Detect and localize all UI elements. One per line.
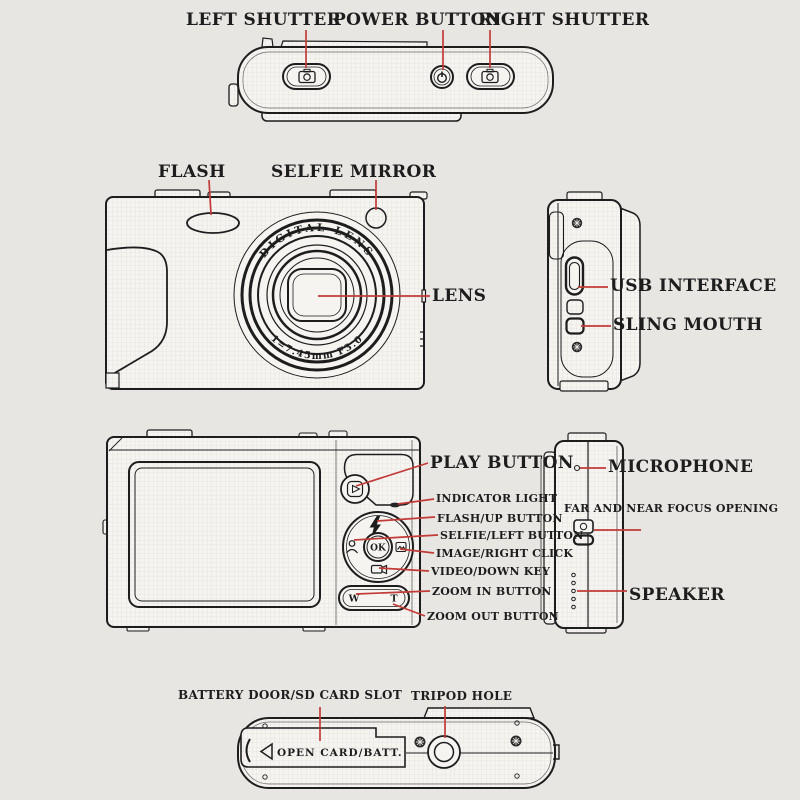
corner-screws — [262, 720, 520, 780]
open-arrow-icon — [259, 742, 273, 761]
video-icon — [370, 564, 388, 575]
screw — [571, 341, 583, 353]
hand-grip — [105, 246, 168, 389]
bottom-view: OPEN CARD/BATT. — [237, 707, 560, 789]
leader-zoom-in — [355, 590, 431, 595]
label-image-right-click: IMAGE/RIGHT CLICK — [436, 547, 574, 560]
leader-zoom-out — [392, 603, 426, 617]
side-port-panel — [560, 240, 614, 378]
bottom-back-ridge — [422, 707, 536, 719]
label-indicator-light: INDICATOR LIGHT — [436, 492, 558, 505]
label-right-shutter: RIGHT SHUTTER — [478, 10, 650, 30]
leader-flash — [208, 179, 212, 216]
selfie-icon — [346, 540, 358, 554]
ok-button: OK — [363, 532, 393, 562]
leader-lines — [208, 30, 641, 741]
label-zoom-out-button: ZOOM OUT BUTTON — [427, 610, 559, 623]
top-view — [228, 37, 554, 122]
front-view: DIGITAL LENS 1=7.45mm F3.0 — [105, 189, 428, 390]
dpad: OK — [342, 511, 414, 583]
label-usb-interface: USB INTERFACE — [610, 276, 777, 296]
label-battery-door-sd: BATTERY DOOR/SD CARD SLOT — [178, 688, 403, 702]
top-small-tab — [261, 37, 274, 48]
label-zoom-in-button: ZOOM IN BUTTON — [432, 585, 552, 598]
screw — [510, 735, 522, 747]
leader-image-right — [399, 548, 435, 554]
leader-indicator — [397, 498, 435, 505]
label-left-shutter: LEFT SHUTTER — [186, 10, 342, 30]
flash-icon — [369, 516, 381, 537]
right-side-view — [547, 191, 641, 392]
speaker-holes — [571, 572, 576, 610]
lens-assembly: DIGITAL LENS 1=7.45mm F3.0 — [233, 211, 401, 379]
door-grip-groove — [245, 738, 251, 763]
indicator-light-dot — [390, 502, 400, 508]
label-sling-mouth: SLING MOUTH — [613, 315, 763, 335]
wide-label: W — [348, 594, 360, 605]
power-icon — [437, 71, 448, 83]
play-button-control — [340, 474, 370, 504]
selfie-mirror-circle — [365, 207, 387, 229]
leader-selfie-left — [353, 534, 439, 541]
leader-flash-up — [376, 516, 436, 522]
label-flash-up-button: FLASH/UP BUTTON — [437, 512, 563, 525]
back-view: OK W T — [102, 429, 421, 632]
screw — [414, 736, 426, 748]
tele-label: T — [390, 594, 397, 605]
leader-video-down — [378, 567, 430, 572]
tripod-socket — [427, 735, 461, 769]
side-back-slab — [619, 206, 641, 383]
lens-glass — [287, 268, 347, 322]
focus-switch — [572, 519, 595, 546]
screw — [571, 217, 583, 229]
lcd-screen — [128, 461, 321, 608]
usb-port — [564, 256, 585, 296]
label-selfie-left-button: SELFIE/LEFT BUTTON — [440, 529, 584, 542]
label-power-button: POWER BUTTON — [333, 10, 502, 30]
flash-window — [186, 212, 240, 234]
left-side-view — [540, 432, 624, 634]
power-button-control — [430, 65, 454, 89]
side-small-slot — [566, 299, 584, 315]
microphone-hole — [573, 464, 581, 472]
label-focus-opening: FAR AND NEAR FOCUS OPENING — [564, 502, 779, 515]
leader-play — [355, 462, 429, 487]
label-selfie-mirror: SELFIE MIRROR — [271, 162, 437, 182]
label-microphone: MICROPHONE — [608, 457, 754, 477]
ok-label: OK — [370, 544, 387, 554]
label-tripod-hole: TRIPOD HOLE — [411, 689, 513, 703]
strap-lug — [228, 83, 239, 107]
label-flash: FLASH — [158, 162, 226, 182]
label-play-button: PLAY BUTTON — [430, 453, 574, 473]
battery-door: OPEN CARD/BATT. — [240, 727, 406, 768]
label-speaker: SPEAKER — [629, 585, 725, 605]
battery-door-engraving: OPEN CARD/BATT. — [277, 747, 402, 759]
play-icon — [352, 484, 361, 494]
label-lens: LENS — [432, 286, 487, 306]
label-video-down-key: VIDEO/DOWN KEY — [431, 565, 551, 578]
